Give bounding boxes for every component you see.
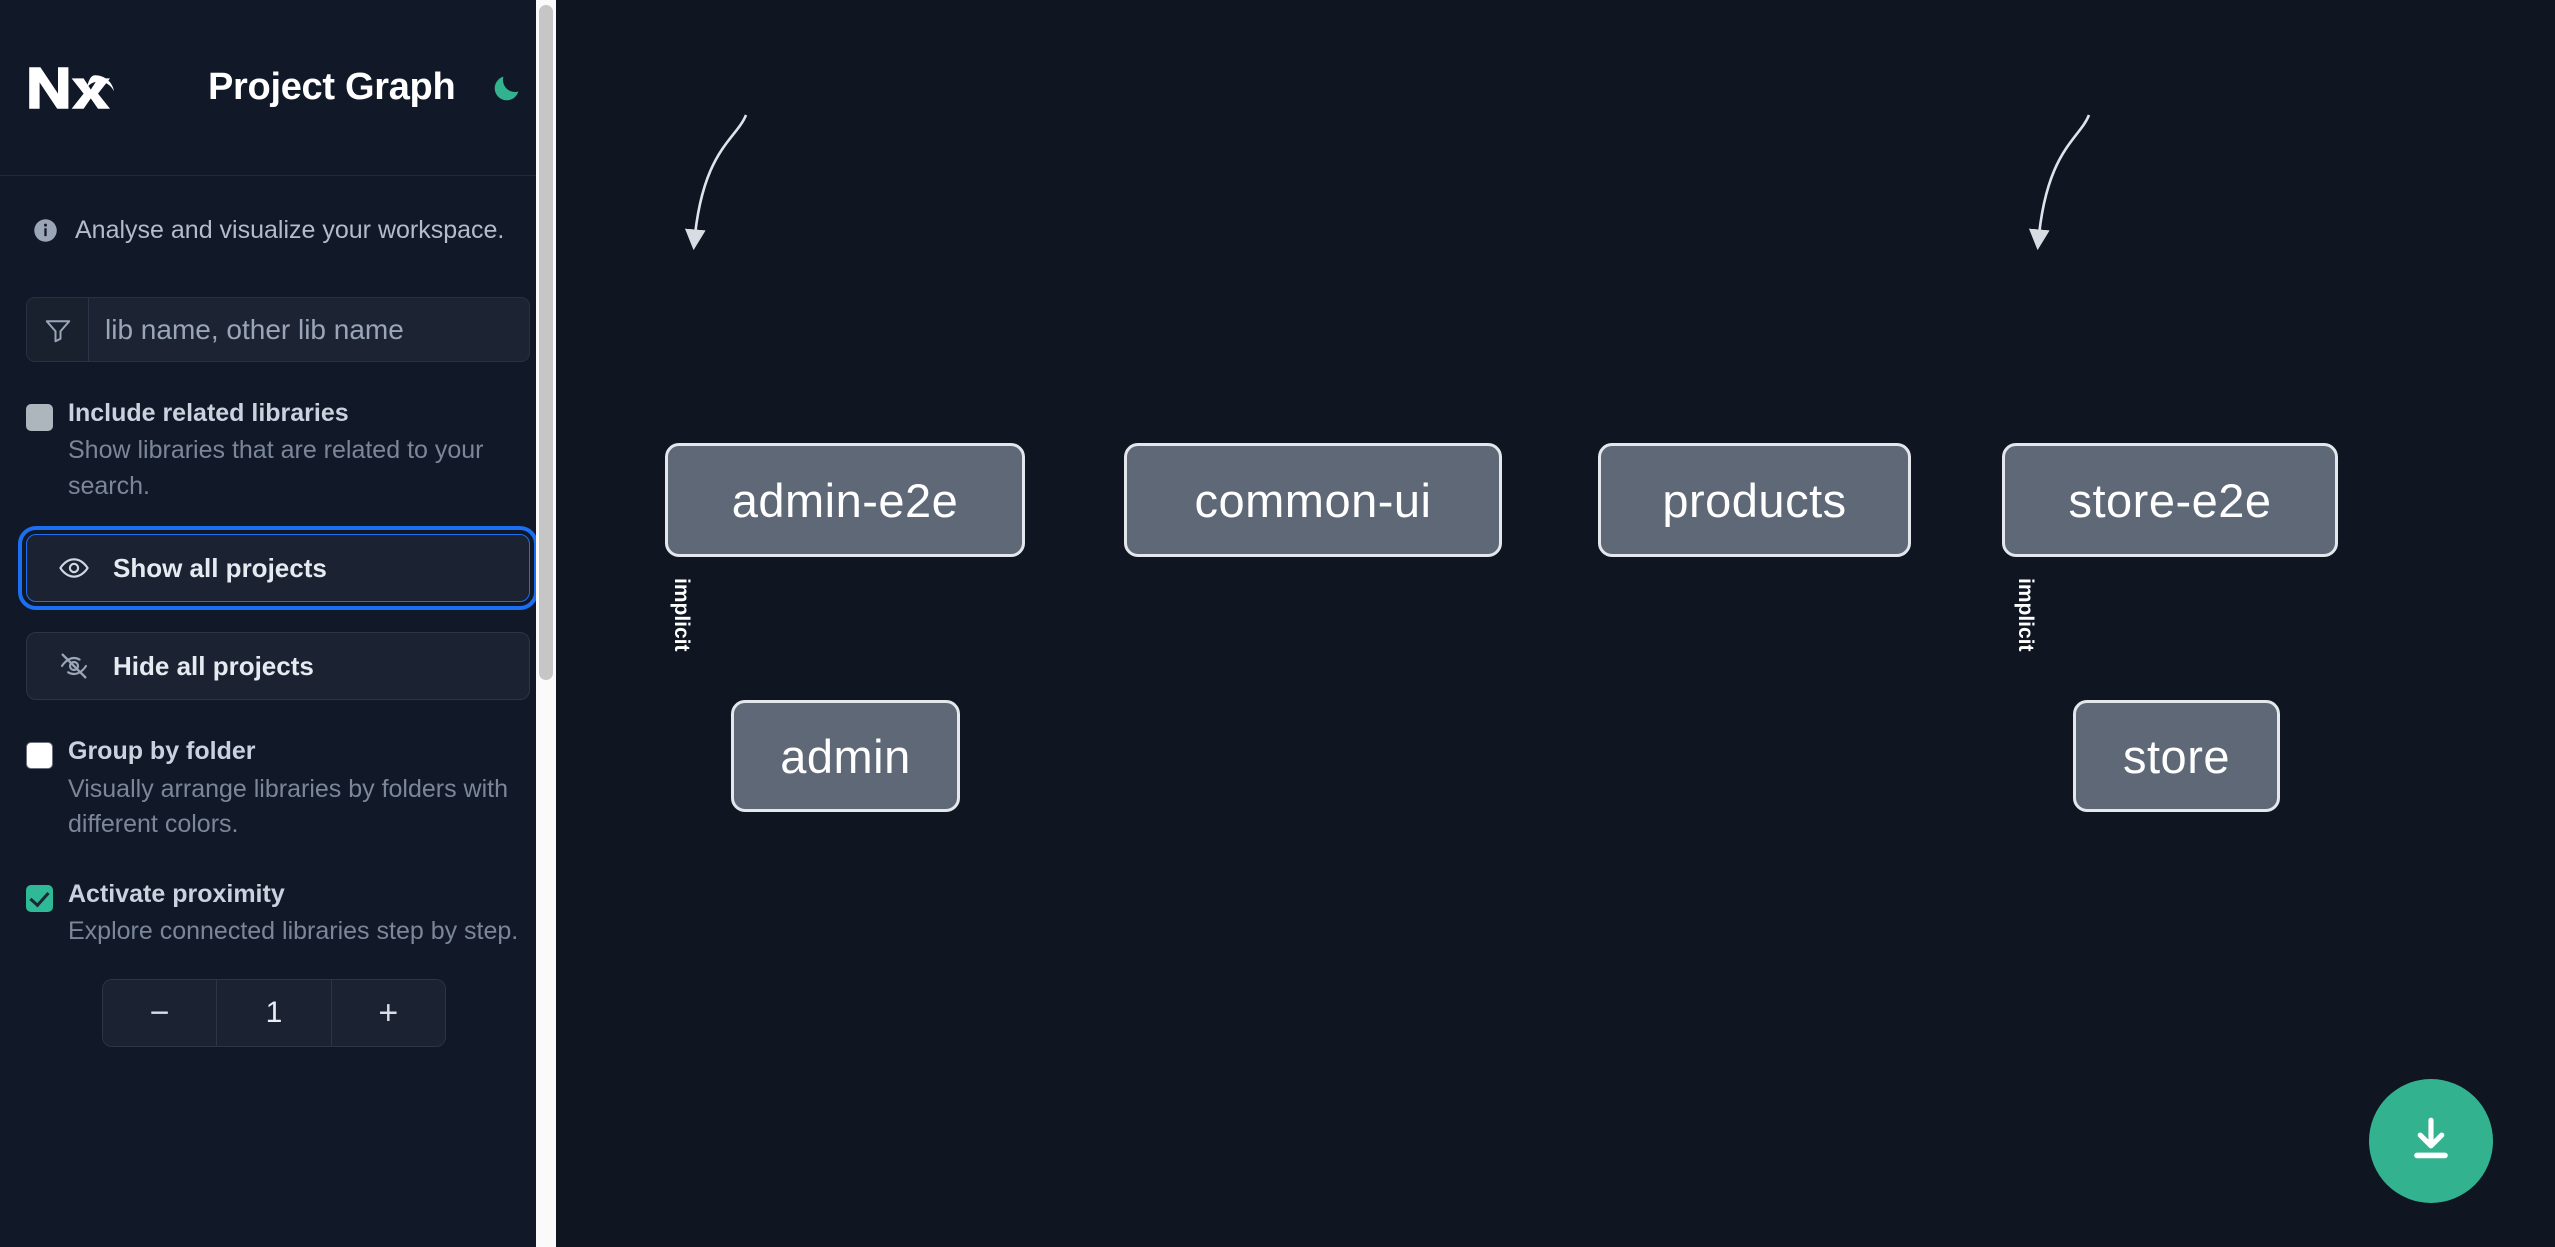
proximity-increment-button[interactable]: + — [331, 980, 445, 1047]
graph-node-admin-e2e[interactable]: admin-e2e — [665, 443, 1025, 557]
activate-proximity-checkbox[interactable] — [26, 884, 53, 912]
tagline-text: Analyse and visualize your workspace. — [75, 216, 505, 244]
search-input[interactable] — [89, 298, 529, 361]
proximity-value: 1 — [216, 980, 332, 1047]
hide-all-projects-label: Hide all projects — [113, 650, 314, 681]
option-group-by-folder[interactable]: Group by folder Visually arrange librari… — [26, 736, 530, 842]
moon-icon[interactable] — [487, 68, 527, 108]
show-all-projects-label: Show all projects — [113, 552, 327, 583]
hide-all-projects-button[interactable]: Hide all projects — [26, 632, 530, 701]
sidebar-header: Project Graph — [0, 0, 556, 176]
proximity-stepper[interactable]: − 1 + — [102, 979, 446, 1048]
eye-icon — [57, 552, 91, 584]
show-all-projects-button[interactable]: Show all projects — [18, 526, 538, 611]
graph-node-products[interactable]: products — [1598, 443, 1911, 557]
graph-edges — [684, 114, 2091, 251]
download-icon — [2403, 1112, 2459, 1171]
group-by-folder-checkbox[interactable] — [26, 742, 53, 770]
info-icon — [32, 217, 59, 244]
graph-canvas[interactable]: admin-e2e common-ui products store-e2e a… — [556, 0, 2555, 1247]
include-related-libraries-description: Show libraries that are related to your … — [68, 436, 484, 500]
page-title: Project Graph — [208, 66, 456, 108]
activate-proximity-description: Explore connected libraries step by step… — [68, 916, 519, 945]
nx-logo-icon — [26, 59, 122, 117]
graph-node-store-e2e[interactable]: store-e2e — [2002, 443, 2338, 557]
option-include-related-libraries[interactable]: Include related libraries Show libraries… — [26, 398, 530, 504]
graph-node-store[interactable]: store — [2073, 700, 2280, 812]
sidebar-scrollbar-thumb[interactable] — [539, 5, 553, 680]
sidebar-body: Analyse and visualize your workspace. In… — [0, 176, 556, 1048]
eye-off-icon — [57, 650, 91, 682]
filter-icon — [27, 298, 89, 361]
search-row[interactable] — [26, 297, 530, 362]
edge-label-store-implicit: implicit — [2014, 578, 2037, 652]
sidebar: Project Graph Analyse and visualize your… — [0, 0, 556, 1247]
group-by-folder-description: Visually arrange libraries by folders wi… — [68, 774, 509, 839]
activate-proximity-label: Activate proximity — [68, 879, 285, 908]
edge-label-admin-implicit: implicit — [670, 578, 693, 652]
download-button[interactable] — [2369, 1079, 2493, 1203]
graph-node-admin[interactable]: admin — [731, 700, 960, 812]
proximity-decrement-button[interactable]: − — [103, 980, 217, 1047]
sidebar-scrollbar[interactable] — [536, 0, 556, 1247]
include-related-libraries-label: Include related libraries — [68, 399, 349, 427]
include-related-libraries-checkbox[interactable] — [26, 404, 53, 431]
graph-node-common-ui[interactable]: common-ui — [1124, 443, 1502, 557]
workspace-tagline: Analyse and visualize your workspace. — [26, 176, 530, 253]
option-activate-proximity[interactable]: Activate proximity Explore connected lib… — [26, 879, 530, 950]
group-by-folder-label: Group by folder — [68, 737, 256, 766]
